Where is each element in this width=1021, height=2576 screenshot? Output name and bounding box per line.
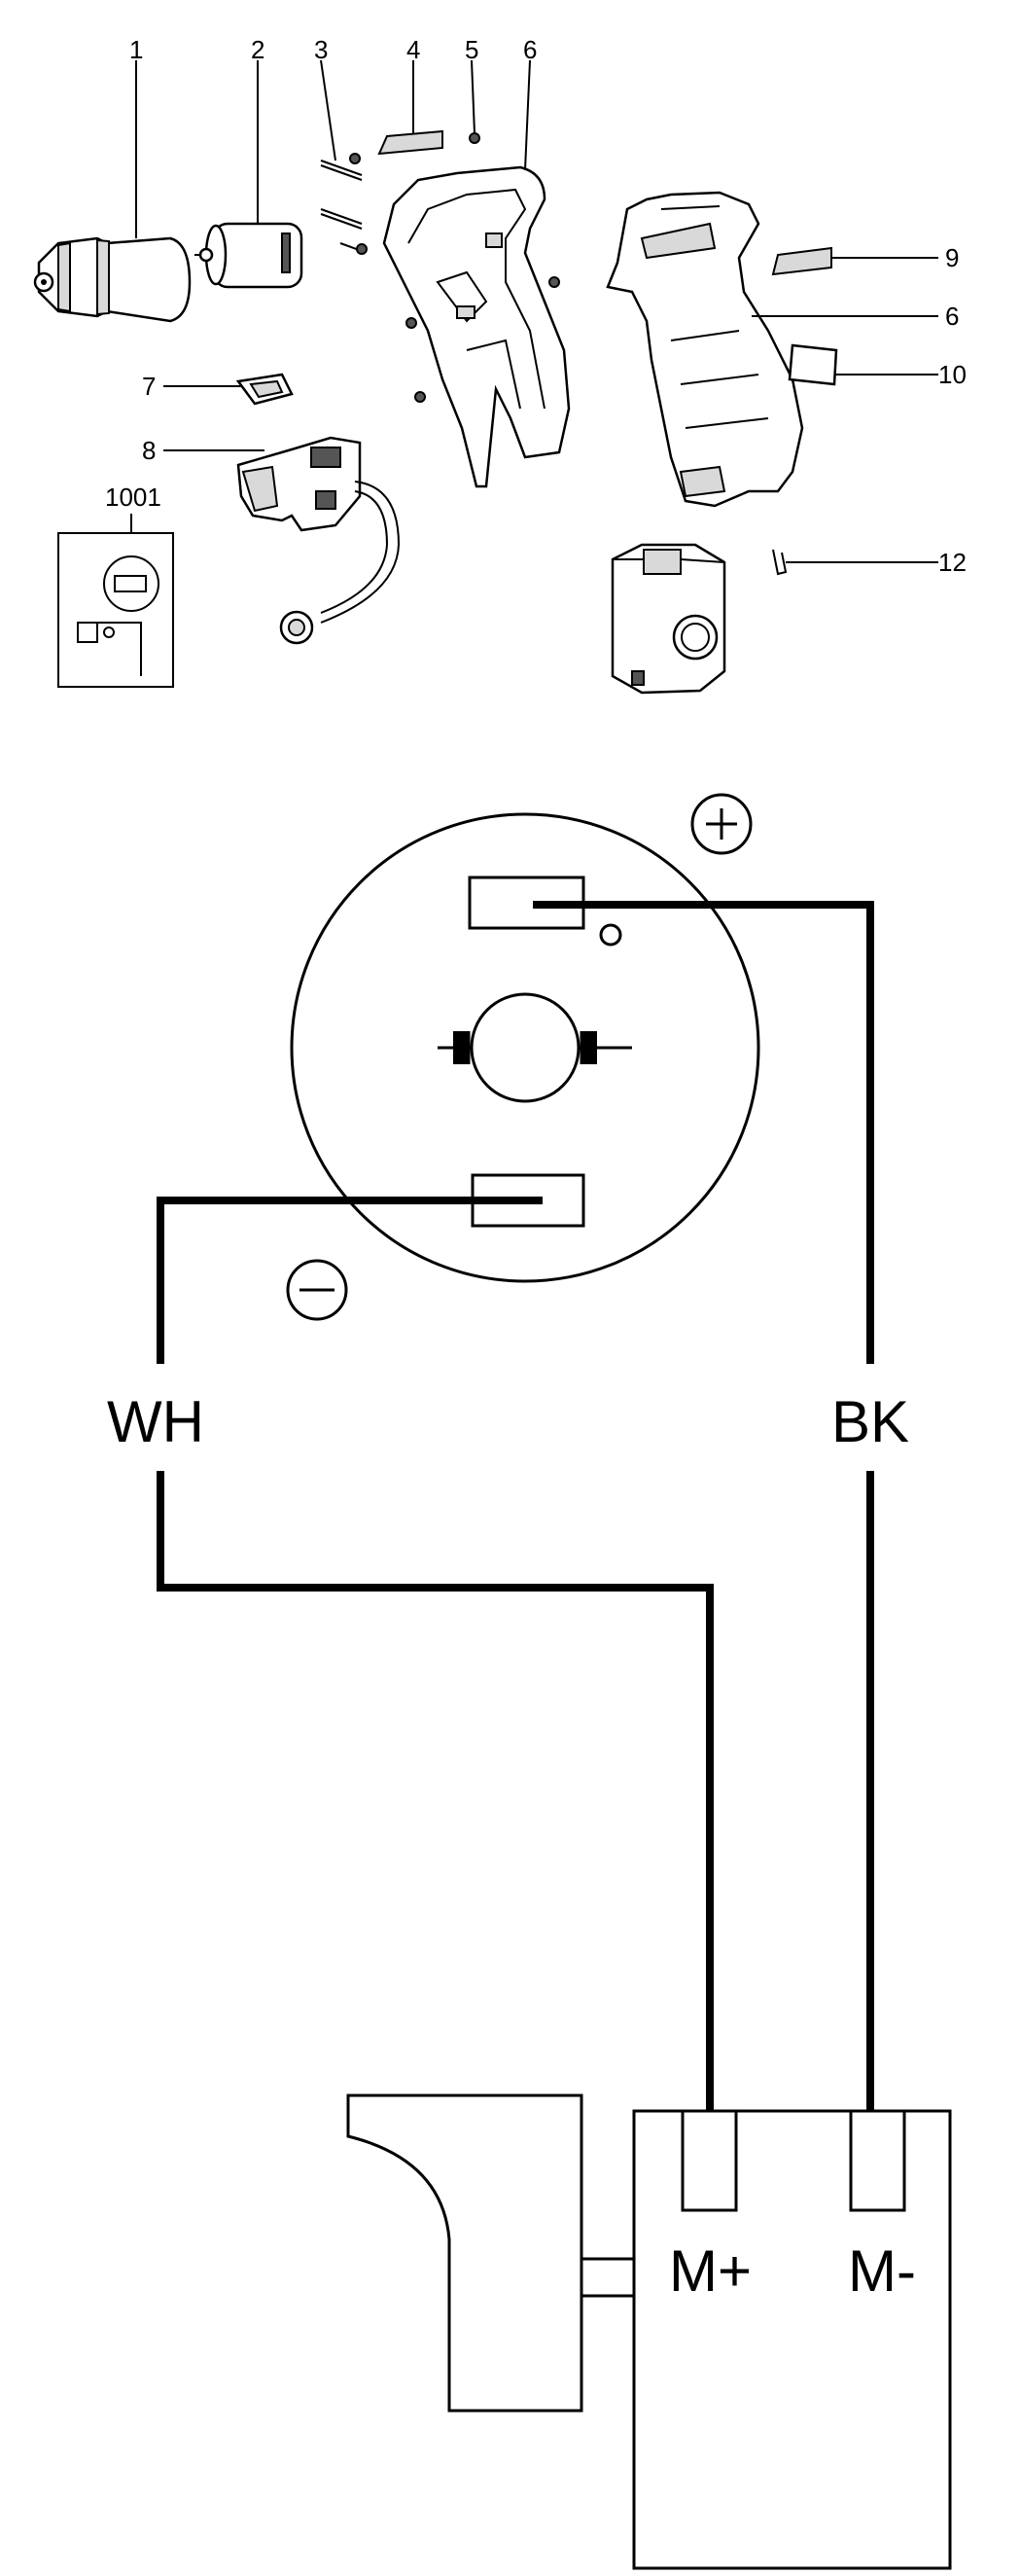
callout-4: 4 xyxy=(406,35,420,64)
part-housing-half-right xyxy=(606,191,804,508)
leader-6a xyxy=(524,59,531,171)
part-1001-wiring-inset xyxy=(57,532,174,688)
callout-10: 10 xyxy=(938,360,967,389)
part-motor xyxy=(194,222,303,289)
part-clip-12 xyxy=(772,549,788,576)
wire-bk-upper xyxy=(533,901,874,1364)
callout-6b: 6 xyxy=(945,302,959,331)
part-label-9 xyxy=(771,246,832,276)
callout-7: 7 xyxy=(142,372,156,401)
motor-terminal-top xyxy=(468,876,585,930)
part-label-plate xyxy=(377,129,443,156)
wiring-diagram: WH BK M+ M- xyxy=(107,793,952,2570)
motor-shaft-assembly xyxy=(438,992,632,1103)
callout-12: 12 xyxy=(938,548,967,577)
callout-1001: 1001 xyxy=(105,483,161,512)
callout-1: 1 xyxy=(129,35,143,64)
terminal-label-m-minus: M- xyxy=(848,2238,916,2304)
callout-8: 8 xyxy=(142,436,156,465)
wire-label-wh: WH xyxy=(107,1389,204,1454)
part-housing-half-left xyxy=(382,165,571,488)
terminal-label-m-plus: M+ xyxy=(669,2238,752,2304)
terminal-marker-dot xyxy=(599,923,622,947)
callout-2: 2 xyxy=(251,35,264,64)
switch-terminal-m-plus xyxy=(681,2109,738,2212)
switch-terminal-m-minus xyxy=(849,2109,906,2212)
part-chuck xyxy=(33,236,192,323)
exploded-parts-view: 1 2 3 4 xyxy=(33,35,967,695)
plus-symbol xyxy=(690,793,753,855)
motor-end-circle xyxy=(290,812,760,1283)
callout-5: 5 xyxy=(465,35,478,64)
callout-3: 3 xyxy=(314,35,328,64)
part-switch-with-cable xyxy=(236,436,401,645)
switch-trigger xyxy=(346,2093,636,2413)
wire-wh-lower xyxy=(157,1471,714,2119)
leader-3 xyxy=(320,59,336,161)
leader-5 xyxy=(471,59,475,134)
minus-symbol xyxy=(286,1259,348,1321)
part-pins xyxy=(320,160,363,252)
wire-wh-upper xyxy=(157,1197,543,1364)
part-switch-cover xyxy=(235,373,294,406)
callout-6a: 6 xyxy=(523,35,537,64)
part-label-10 xyxy=(788,343,838,386)
callout-9: 9 xyxy=(945,243,959,272)
part-screws xyxy=(349,132,560,403)
part-battery-pack xyxy=(611,543,726,695)
wire-label-bk: BK xyxy=(831,1389,909,1454)
